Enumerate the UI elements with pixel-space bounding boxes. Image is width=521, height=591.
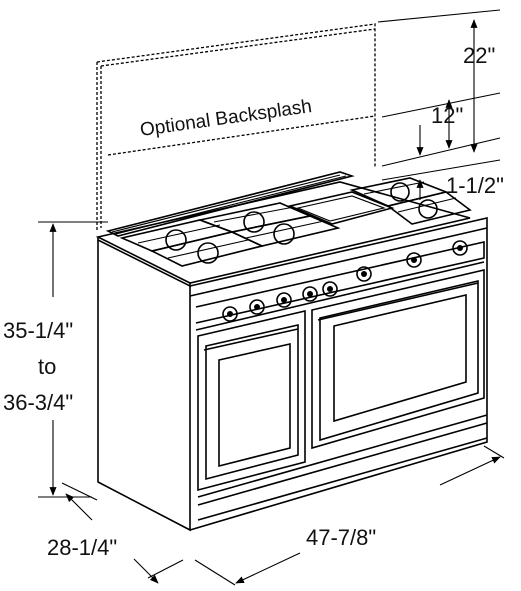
- dim-height-to: to: [38, 354, 56, 379]
- dim-rear-trim: 1-1/2": [446, 173, 504, 198]
- dim-backsplash-height: 22": [463, 43, 495, 68]
- dim-width: 47-7/8": [306, 525, 376, 550]
- griddle: [287, 191, 395, 225]
- control-knobs: [222, 240, 468, 322]
- burner-grates-right: [349, 177, 472, 225]
- optional-backsplash: [96, 23, 376, 230]
- range-body: [95, 171, 488, 532]
- dim-depth: 28-1/4": [47, 535, 117, 560]
- dim-height-min: 35-1/4": [3, 318, 73, 343]
- height-dimension: [38, 221, 108, 498]
- dim-height-max: 36-3/4": [3, 390, 73, 415]
- dim-top-height: 12": [431, 103, 463, 128]
- depth-dimension: [61, 482, 184, 584]
- burner-grates-left: [119, 202, 341, 267]
- width-dimension: [194, 445, 505, 586]
- backsplash-label: Optional Backsplash: [139, 96, 313, 141]
- right-dimension-lines: [377, 9, 501, 200]
